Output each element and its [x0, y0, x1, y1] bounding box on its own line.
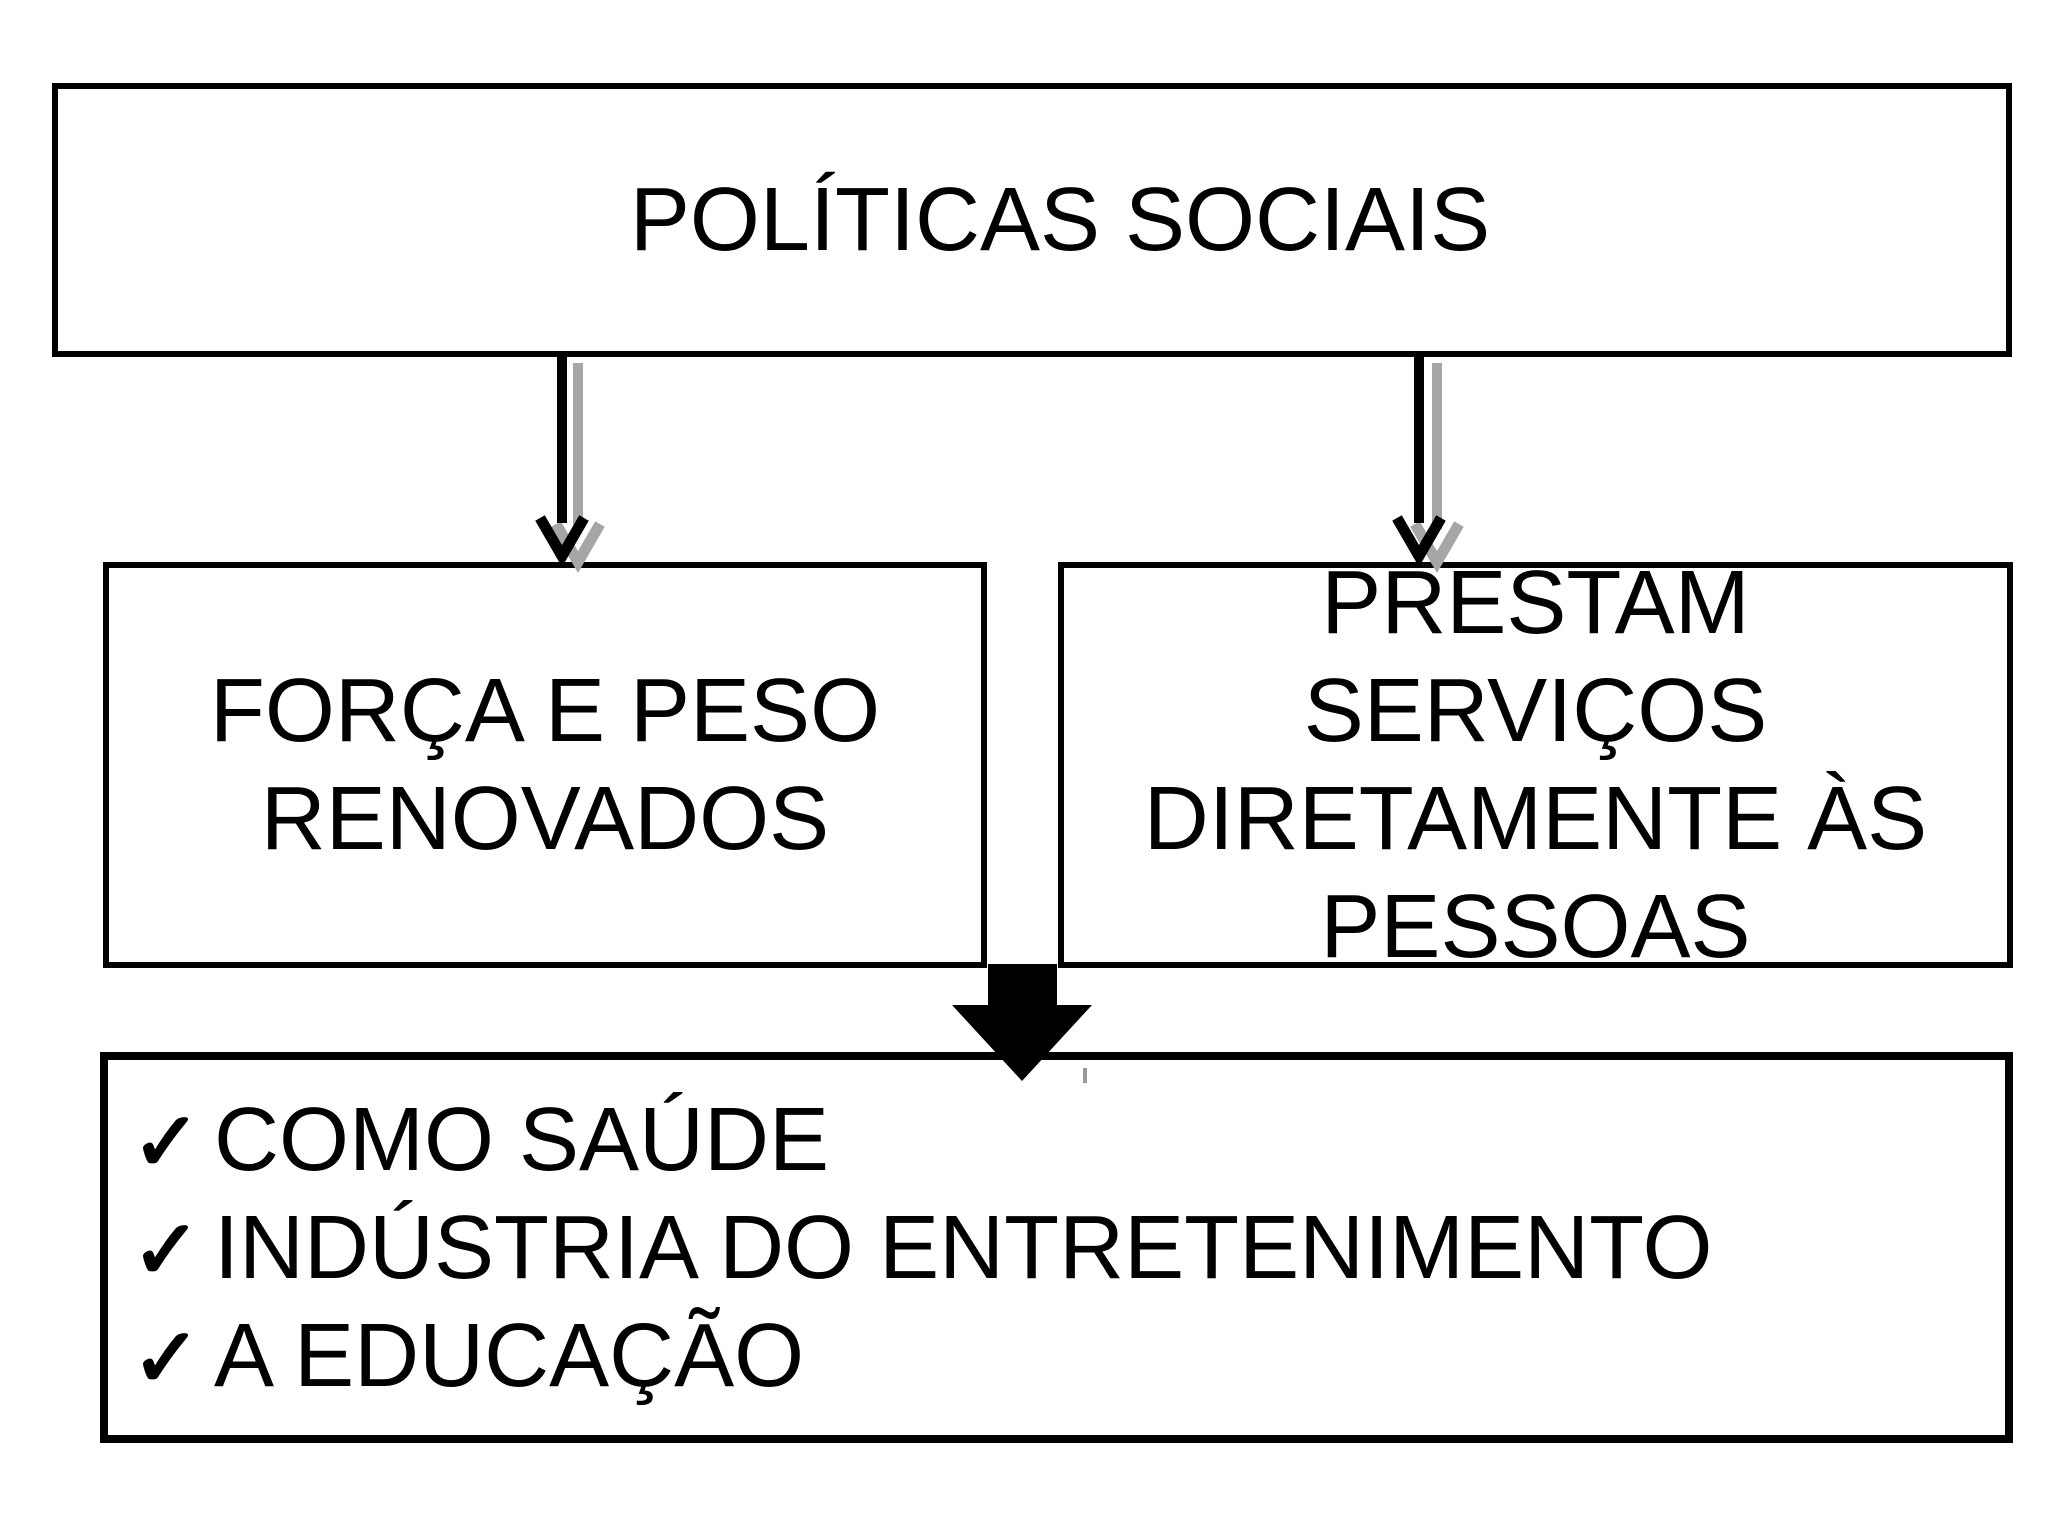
forca-e-peso-box: FORÇA E PESO RENOVADOS	[103, 562, 987, 968]
forca-e-peso-text: FORÇA E PESO RENOVADOS	[209, 661, 881, 869]
prestam-servicos-text: PRESTAM SERVIÇOS DIRETAMENTE ÀS PESSOAS	[1143, 553, 1928, 977]
list-item-label: INDÚSTRIA DO ENTRETENIMENTO	[214, 1197, 1713, 1298]
check-icon: ✓	[132, 1312, 201, 1404]
left-connector-arrow-shadow	[551, 363, 605, 573]
exemplos-box: ✓COMO SAÚDE ✓INDÚSTRIA DO ENTRETENIMENTO…	[100, 1052, 2013, 1443]
right-connector-arrow	[1392, 357, 1446, 567]
prestam-servicos-box: PRESTAM SERVIÇOS DIRETAMENTE ÀS PESSOAS	[1058, 553, 2013, 977]
check-icon: ✓	[132, 1096, 201, 1188]
check-icon: ✓	[132, 1204, 201, 1296]
right-connector-arrow-shadow	[1410, 363, 1464, 573]
politicas-sociais-box: POLÍTICAS SOCIAIS	[52, 83, 2012, 357]
politicas-sociais-title: POLÍTICAS SOCIAIS	[629, 170, 1491, 270]
list-item-label: COMO SAÚDE	[214, 1089, 830, 1190]
left-connector-arrow	[535, 357, 589, 567]
list-item: ✓A EDUCAÇÃO	[132, 1302, 2005, 1410]
exemplos-checklist: ✓COMO SAÚDE ✓INDÚSTRIA DO ENTRETENIMENTO…	[108, 1086, 2005, 1410]
list-item: ✓INDÚSTRIA DO ENTRETENIMENTO	[132, 1194, 2005, 1302]
list-item-label: A EDUCAÇÃO	[214, 1305, 805, 1406]
list-item: ✓COMO SAÚDE	[132, 1086, 2005, 1194]
